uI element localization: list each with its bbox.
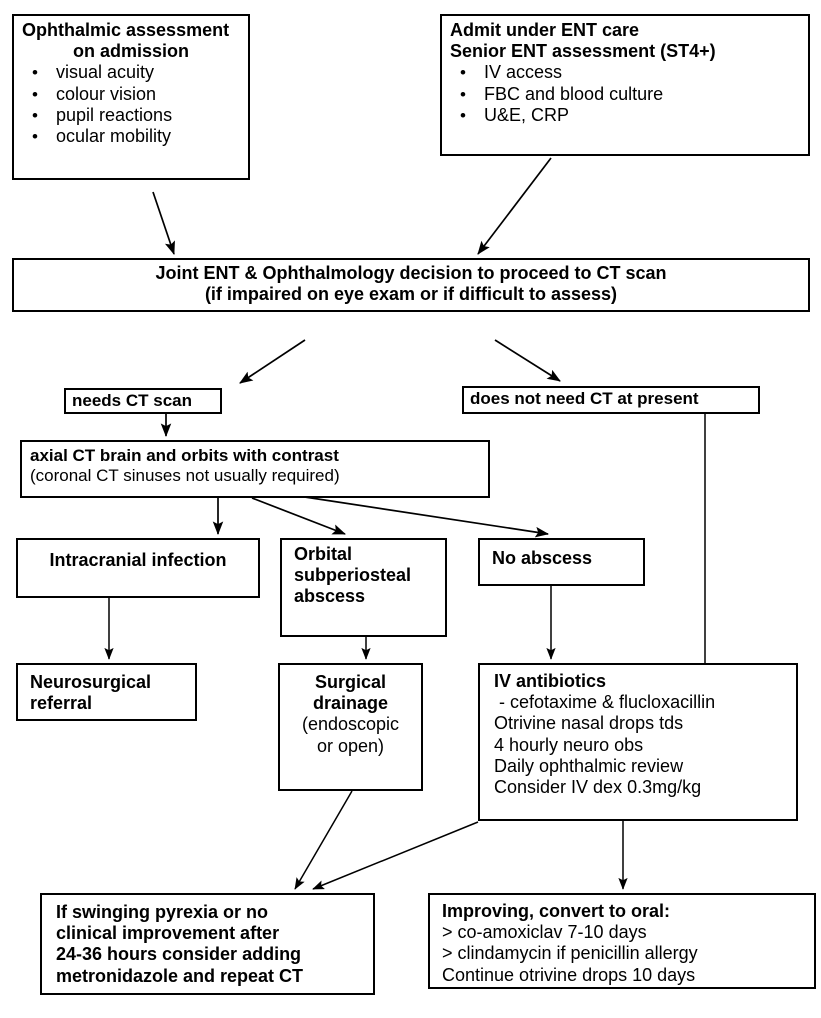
ophthalmic-heading-line2: on admission bbox=[72, 41, 189, 62]
list-item: • IV access bbox=[450, 62, 800, 83]
node-iv-antibiotics: IV antibiotics - cefotaxime & flucloxaci… bbox=[478, 663, 798, 821]
admit-heading-line1: Admit under ENT care bbox=[450, 20, 640, 40]
edge-decision-to-no-ct bbox=[494, 339, 561, 382]
ophthalmic-heading-line1: Ophthalmic assessment bbox=[22, 20, 230, 40]
surgical-drainage-line3: (endoscopic bbox=[301, 714, 400, 735]
joint-decision-line2: (if impaired on eye exam or if difficult… bbox=[204, 284, 618, 305]
list-item: • U&E, CRP bbox=[450, 105, 800, 126]
bullet-icon: • bbox=[32, 63, 38, 83]
no-abscess-label: No abscess bbox=[492, 548, 593, 568]
iv-antibiotics-line4: 4 hourly neuro obs bbox=[494, 734, 644, 755]
intracranial-label: Intracranial infection bbox=[49, 550, 227, 570]
node-improving-convert-to-oral: Improving, convert to oral: > co-amoxicl… bbox=[428, 893, 816, 989]
node-needs-ct-scan: needs CT scan bbox=[64, 388, 222, 414]
improving-oral-line4: Continue otrivine drops 10 days bbox=[442, 964, 696, 985]
edge-admit-to-decision bbox=[477, 157, 552, 255]
needs-ct-label: needs CT scan bbox=[72, 391, 192, 410]
edge-surgical-drainage-to-swinging-pyrexia bbox=[294, 790, 353, 890]
node-no-abscess: No abscess bbox=[478, 538, 645, 586]
surgical-drainage-line1: Surgical bbox=[314, 672, 387, 692]
improving-oral-heading: Improving, convert to oral: bbox=[442, 901, 671, 921]
list-item: • colour vision bbox=[22, 84, 240, 105]
iv-antibiotics-heading: IV antibiotics bbox=[494, 671, 607, 691]
admit-bullet-2: U&E, CRP bbox=[484, 104, 570, 125]
node-swinging-pyrexia: If swinging pyrexia or no clinical impro… bbox=[40, 893, 375, 995]
node-neurosurgical-referral: Neurosurgical referral bbox=[16, 663, 197, 721]
iv-antibiotics-line5: Daily ophthalmic review bbox=[494, 755, 684, 776]
list-item: • pupil reactions bbox=[22, 105, 240, 126]
orbital-abscess-line3: abscess bbox=[294, 586, 366, 607]
surgical-drainage-line2: drainage bbox=[312, 693, 389, 714]
node-does-not-need-ct: does not need CT at present bbox=[462, 386, 760, 414]
edge-ophthalmic-to-decision bbox=[152, 191, 175, 255]
node-ophthalmic-assessment: Ophthalmic assessment on admission • vis… bbox=[12, 14, 250, 180]
neurosurgical-line2: referral bbox=[30, 693, 93, 714]
axial-ct-line2: (coronal CT sinuses not usually required… bbox=[30, 466, 340, 486]
bullet-icon: • bbox=[32, 105, 38, 125]
edge-iv-antibiotics-to-swinging-pyrexia bbox=[312, 821, 479, 890]
admit-heading-line2: Senior ENT assessment (ST4+) bbox=[450, 41, 716, 62]
ophthalmic-bullet-1: colour vision bbox=[56, 83, 157, 104]
improving-oral-line3: > clindamycin if penicillin allergy bbox=[442, 943, 698, 964]
iv-antibiotics-line6: Consider IV dex 0.3mg/kg bbox=[494, 777, 702, 798]
no-ct-label: does not need CT at present bbox=[470, 389, 699, 408]
list-item: • ocular mobility bbox=[22, 126, 240, 147]
orbital-abscess-line2: subperiosteal bbox=[294, 565, 412, 586]
list-item: • visual acuity bbox=[22, 62, 240, 83]
swinging-pyrexia-line1: If swinging pyrexia or no bbox=[56, 902, 269, 922]
neurosurgical-line1: Neurosurgical bbox=[30, 672, 152, 692]
iv-antibiotics-line2: - cefotaxime & flucloxacillin bbox=[494, 692, 716, 713]
ophthalmic-bullet-2: pupil reactions bbox=[56, 104, 173, 125]
iv-antibiotics-line3: Otrivine nasal drops tds bbox=[494, 713, 684, 734]
admit-bullet-0: IV access bbox=[484, 62, 563, 83]
improving-oral-line2: > co-amoxiclav 7-10 days bbox=[442, 922, 647, 943]
swinging-pyrexia-line3: 24-36 hours consider adding bbox=[56, 944, 302, 965]
edge-axial-ct-to-no-abscess bbox=[284, 493, 550, 538]
node-intracranial-infection: Intracranial infection bbox=[16, 538, 260, 598]
bullet-icon: • bbox=[32, 84, 38, 104]
swinging-pyrexia-line2: clinical improvement after bbox=[56, 923, 280, 944]
ophthalmic-bullet-0: visual acuity bbox=[56, 62, 155, 83]
list-item: • FBC and blood culture bbox=[450, 84, 800, 105]
surgical-drainage-line4: or open) bbox=[316, 735, 385, 756]
swinging-pyrexia-line4: metronidazole and repeat CT bbox=[56, 965, 304, 986]
node-surgical-drainage: Surgical drainage (endoscopic or open) bbox=[278, 663, 423, 791]
joint-decision-line1: Joint ENT & Ophthalmology decision to pr… bbox=[155, 263, 667, 283]
node-axial-ct: axial CT brain and orbits with contrast … bbox=[20, 440, 490, 498]
edge-decision-to-needs-ct bbox=[239, 339, 306, 384]
bullet-icon: • bbox=[460, 105, 466, 125]
node-joint-decision: Joint ENT & Ophthalmology decision to pr… bbox=[12, 258, 810, 312]
admit-bullet-1: FBC and blood culture bbox=[484, 83, 664, 104]
edge-axial-ct-to-orbital-abscess bbox=[251, 497, 346, 535]
ophthalmic-bullet-3: ocular mobility bbox=[56, 126, 172, 147]
bullet-icon: • bbox=[460, 63, 466, 83]
orbital-abscess-line1: Orbital bbox=[294, 544, 353, 564]
axial-ct-line1: axial CT brain and orbits with contrast bbox=[30, 446, 339, 465]
bullet-icon: • bbox=[32, 127, 38, 147]
node-orbital-subperiosteal-abscess: Orbital subperiosteal abscess bbox=[280, 538, 447, 637]
bullet-icon: • bbox=[460, 84, 466, 104]
node-admit-ent-care: Admit under ENT care Senior ENT assessme… bbox=[440, 14, 810, 156]
